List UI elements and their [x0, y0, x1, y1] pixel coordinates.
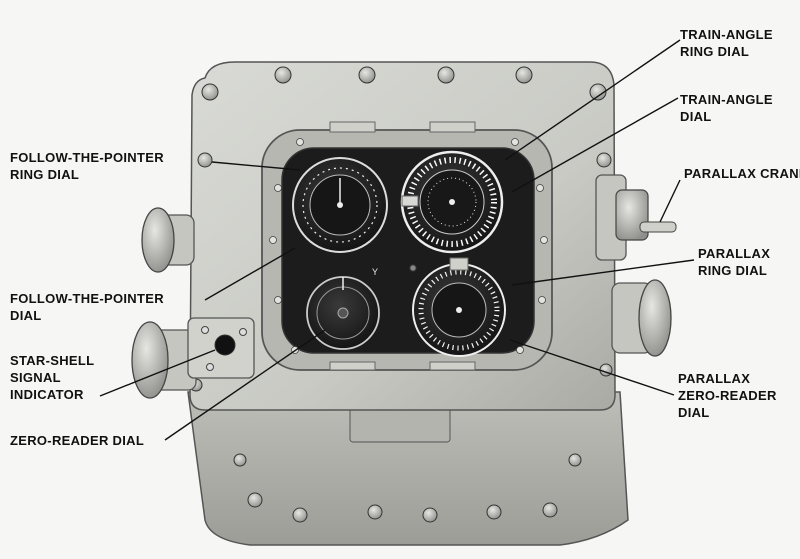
train-angle-dials [400, 150, 504, 254]
label-parallax-zero-reader-dial: PARALLAX ZERO-READER DIAL [678, 371, 777, 420]
leader-parallax-ring [511, 259, 695, 286]
label-star-shell-indicator: STAR-SHELL SIGNAL INDICATOR [10, 353, 95, 402]
label-train-angle-ring-dial: TRAIN-ANGLE RING DIAL [680, 27, 773, 59]
label-follow-pointer-ring-dial: FOLLOW-THE-POINTER RING DIAL [10, 150, 164, 182]
follow-pointer-dials [292, 157, 388, 253]
zero-reader-dial: Y [306, 267, 380, 350]
zero-reader-letter: Y [372, 267, 378, 277]
leader-star-shell [99, 349, 216, 397]
label-follow-pointer-dial: FOLLOW-THE-POINTER DIAL [10, 291, 164, 323]
lower-housing [187, 391, 629, 546]
label-parallax-crank: PARALLAX CRANK [684, 166, 800, 181]
left-connectors [131, 207, 197, 399]
leader-follow-dial [204, 247, 296, 301]
leader-parallax-crank [659, 179, 681, 223]
leader-lines [99, 39, 695, 441]
right-connectors [595, 174, 677, 357]
leader-train-angle-ring [504, 39, 681, 161]
center-screw [409, 264, 417, 272]
parallax-dials [412, 257, 506, 357]
leader-follow-ring [211, 161, 301, 171]
leader-parallax-zero [509, 339, 675, 396]
star-shell-block [187, 317, 255, 379]
window-frame [261, 121, 553, 371]
leader-train-angle-dial [511, 97, 679, 193]
bottom-bolts [233, 453, 582, 523]
label-parallax-ring-dial: PARALLAX RING DIAL [698, 246, 771, 278]
label-zero-reader-dial: ZERO-READER DIAL [10, 433, 145, 448]
leader-zero-reader [164, 329, 326, 441]
label-train-angle-dial: TRAIN-ANGLE DIAL [680, 92, 773, 124]
